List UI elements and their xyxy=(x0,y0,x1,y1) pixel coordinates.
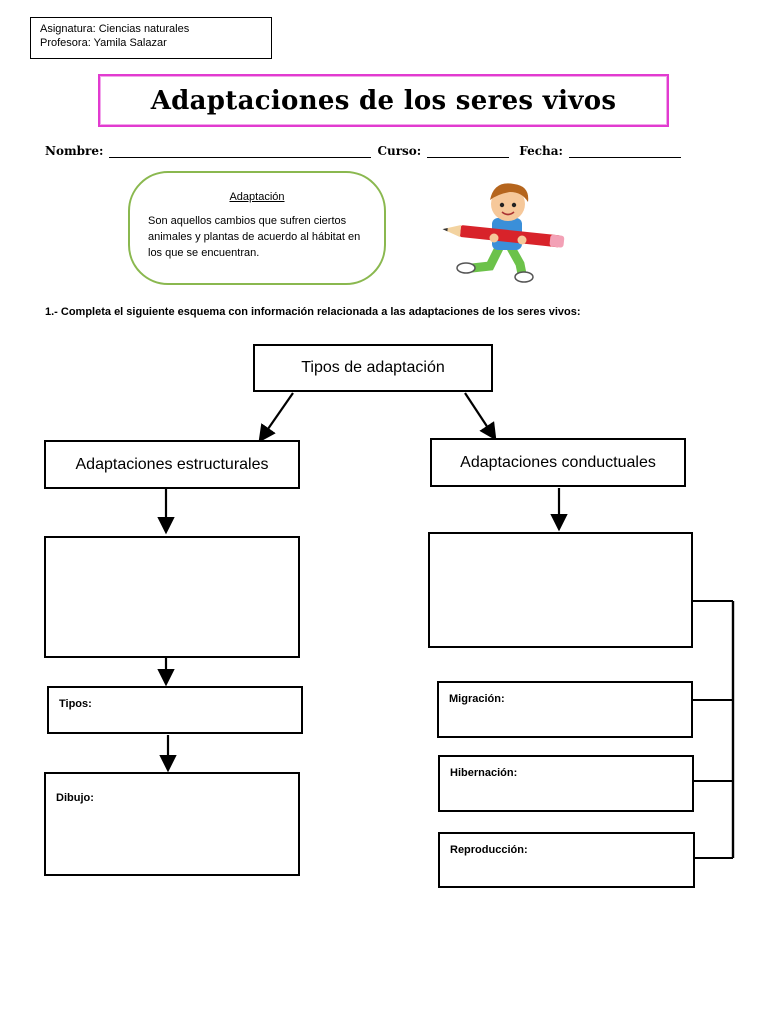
student-info-row: Nombre: Curso: Fecha: xyxy=(45,144,725,162)
definition-box: Adaptación Son aquellos cambios que sufr… xyxy=(128,171,386,285)
reproduction-box[interactable]: Reproducción: xyxy=(438,832,695,888)
node-structural-adaptations: Adaptaciones estructurales xyxy=(44,440,300,489)
date-label: Fecha: xyxy=(519,144,563,158)
migration-box[interactable]: Migración: xyxy=(437,681,693,738)
behavioral-answer-box[interactable] xyxy=(428,532,693,648)
migration-label: Migración: xyxy=(449,693,505,705)
teacher-text: Profesora: Yamila Salazar xyxy=(40,37,167,49)
kid-with-pencil-illustration xyxy=(442,183,565,283)
structural-types-box[interactable]: Tipos: xyxy=(47,686,303,734)
node-behavioral-label: Adaptaciones conductuales xyxy=(460,453,656,471)
title-box: Adaptaciones de los seres vivos xyxy=(98,74,669,127)
node-behavioral-adaptations: Adaptaciones conductuales xyxy=(430,438,686,487)
structural-drawing-box[interactable]: Dibujo: xyxy=(44,772,300,876)
hibernation-label: Hibernación: xyxy=(450,767,518,779)
node-structural-label: Adaptaciones estructurales xyxy=(75,455,269,473)
date-field[interactable] xyxy=(568,145,681,158)
definition-text: Son aquellos cambios que sufren ciertos … xyxy=(148,215,361,259)
structural-answer-box[interactable] xyxy=(44,536,300,658)
node-root-adaptation-types: Tipos de adaptación xyxy=(253,344,493,392)
reproduction-label: Reproducción: xyxy=(450,844,528,856)
hibernation-box[interactable]: Hibernación: xyxy=(438,755,694,812)
node-root-label: Tipos de adaptación xyxy=(301,359,445,376)
page-title: Adaptaciones de los seres vivos xyxy=(150,85,617,116)
subject-text: Asignatura: Ciencias naturales xyxy=(40,23,190,35)
subject-info-box: Asignatura: Ciencias naturales Profesora… xyxy=(30,17,272,59)
course-label: Curso: xyxy=(377,144,422,158)
definition-title: Adaptación xyxy=(229,191,285,203)
name-label: Nombre: xyxy=(45,144,104,158)
name-field[interactable] xyxy=(109,145,372,158)
types-label: Tipos: xyxy=(59,698,92,710)
course-field[interactable] xyxy=(427,145,510,158)
instruction-text: 1.- Completa el siguiente esquema con in… xyxy=(45,306,581,318)
drawing-label: Dibujo: xyxy=(56,792,94,804)
